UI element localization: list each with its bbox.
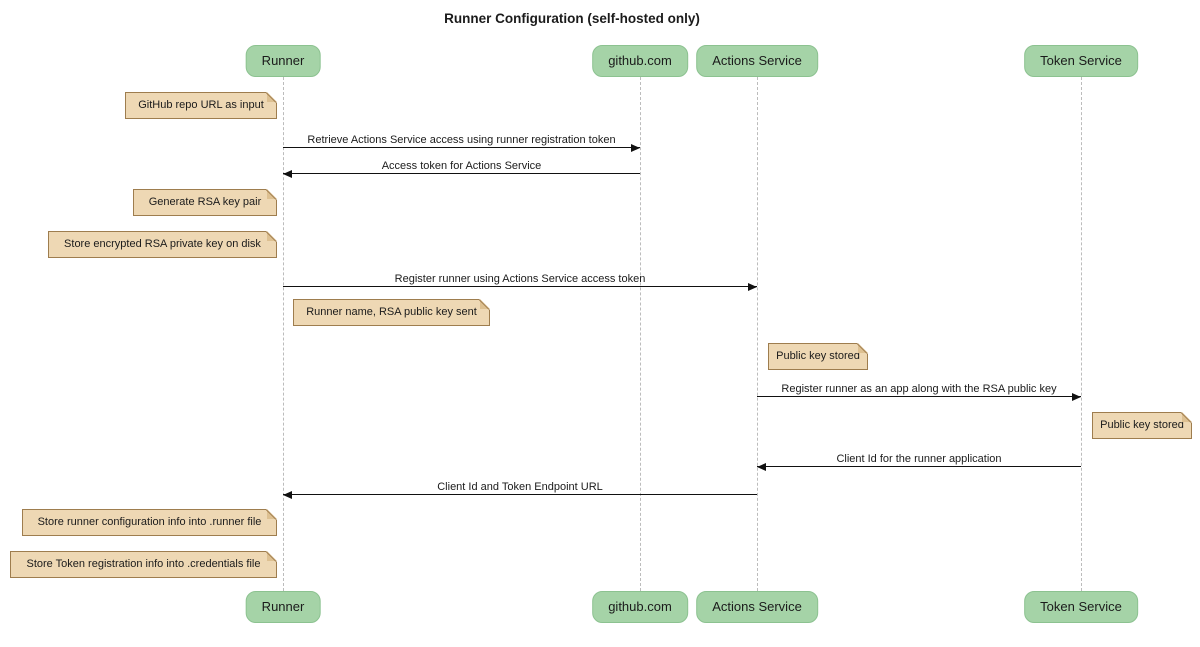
note-text: Runner name, RSA public key sent bbox=[306, 306, 477, 318]
message-label: Register runner as an app along with the… bbox=[781, 383, 1057, 395]
message-label: Retrieve Actions Service access using ru… bbox=[307, 134, 616, 146]
note-text: GitHub repo URL as input bbox=[138, 99, 264, 111]
message-register-runner: Register runner using Actions Service ac… bbox=[283, 270, 757, 291]
note-public-key-stored-token: Public key stored bbox=[1092, 412, 1192, 439]
lifeline-actions-service bbox=[757, 77, 758, 591]
note-store-credentials-file: Store Token registration info into .cred… bbox=[10, 551, 277, 578]
note-fold-icon bbox=[856, 343, 868, 354]
arrowhead-left-icon bbox=[283, 170, 292, 178]
note-public-key-stored-actions: Public key stored bbox=[768, 343, 868, 370]
note-text: Public key stored bbox=[1100, 419, 1184, 431]
note-text: Public key stored bbox=[776, 350, 860, 362]
note-fold-icon bbox=[265, 551, 277, 562]
note-fold-icon bbox=[265, 509, 277, 520]
note-generate-rsa-key-pair: Generate RSA key pair bbox=[133, 189, 277, 216]
diagram-title: Runner Configuration (self-hosted only) bbox=[444, 11, 700, 26]
note-text: Generate RSA key pair bbox=[148, 196, 262, 208]
arrowhead-left-icon bbox=[283, 491, 292, 499]
note-store-encrypted-private-key: Store encrypted RSA private key on disk bbox=[48, 231, 277, 258]
message-label: Register runner using Actions Service ac… bbox=[394, 273, 646, 285]
note-fold-icon bbox=[265, 189, 277, 200]
note-fold-icon bbox=[265, 92, 277, 103]
message-label: Access token for Actions Service bbox=[381, 160, 542, 172]
arrowhead-right-icon bbox=[1072, 393, 1081, 401]
message-client-id-returned: Client Id for the runner application bbox=[757, 450, 1081, 471]
note-github-repo-url-input: GitHub repo URL as input bbox=[125, 92, 277, 119]
note-text: Store runner configuration info into .ru… bbox=[37, 516, 262, 528]
message-label: Client Id for the runner application bbox=[836, 453, 1002, 465]
participant-runner-top: Runner bbox=[245, 45, 321, 77]
note-text: Store Token registration info into .cred… bbox=[26, 558, 261, 570]
note-fold-icon bbox=[265, 231, 277, 242]
participant-github-top: github.com bbox=[592, 45, 688, 77]
participant-actions-service-top: Actions Service bbox=[696, 45, 818, 77]
participant-token-service-top: Token Service bbox=[1024, 45, 1138, 77]
note-store-runner-file: Store runner configuration info into .ru… bbox=[22, 509, 277, 536]
message-client-id-endpoint: Client Id and Token Endpoint URL bbox=[283, 478, 757, 499]
participant-github-bottom: github.com bbox=[592, 591, 688, 623]
message-label: Client Id and Token Endpoint URL bbox=[437, 481, 603, 493]
note-fold-icon bbox=[478, 299, 490, 310]
note-runner-name-public-key-sent: Runner name, RSA public key sent bbox=[293, 299, 490, 326]
message-access-token-returned: Access token for Actions Service bbox=[283, 157, 640, 178]
participant-runner-bottom: Runner bbox=[245, 591, 321, 623]
lifeline-github bbox=[640, 77, 641, 591]
lifeline-runner bbox=[283, 77, 284, 591]
arrowhead-left-icon bbox=[757, 463, 766, 471]
note-text: Store encrypted RSA private key on disk bbox=[64, 238, 261, 250]
arrowhead-right-icon bbox=[748, 283, 757, 291]
participant-token-service-bottom: Token Service bbox=[1024, 591, 1138, 623]
message-register-runner-app: Register runner as an app along with the… bbox=[757, 380, 1081, 401]
participant-actions-service-bottom: Actions Service bbox=[696, 591, 818, 623]
message-retrieve-actions-access: Retrieve Actions Service access using ru… bbox=[283, 131, 640, 152]
arrowhead-right-icon bbox=[631, 144, 640, 152]
lifeline-token-service bbox=[1081, 77, 1082, 591]
note-fold-icon bbox=[1180, 412, 1192, 423]
